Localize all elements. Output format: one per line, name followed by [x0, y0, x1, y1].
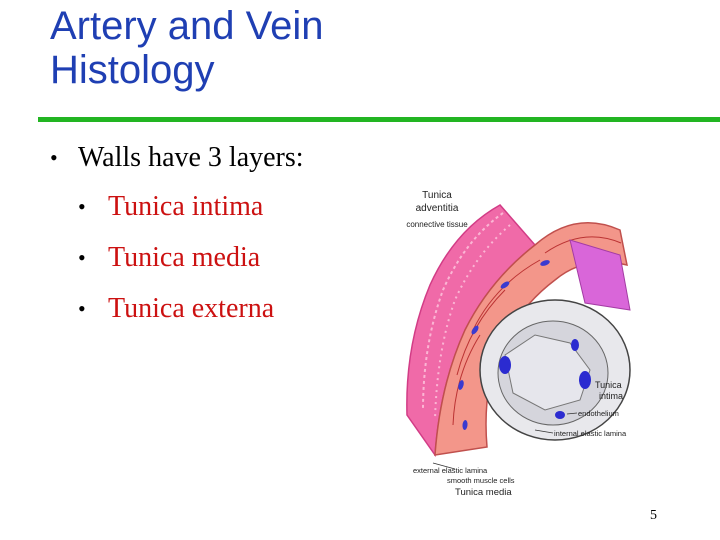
label-smooth-muscle-cells: smooth muscle cells: [447, 476, 515, 485]
label-tunica-adventitia-1: Tunica: [422, 190, 452, 201]
bullet-list: Walls have 3 layers: Tunica intima Tunic…: [48, 140, 304, 342]
page-number: 5: [650, 508, 657, 523]
label-tunica-adventitia-2: adventitia: [416, 203, 459, 214]
label-connective-tissue: connective tissue: [406, 220, 468, 229]
label-tunica-media: Tunica media: [455, 487, 512, 498]
label-endothelium: endothelium: [578, 409, 619, 418]
bullet-walls: Walls have 3 layers:: [48, 140, 304, 176]
vessel-wall-diagram: Tunica adventitia connective tissue Tuni…: [406, 190, 631, 498]
label-internal-elastic-lamina: internal elastic lamina: [554, 429, 627, 438]
title-line-1: Artery and Vein: [50, 4, 324, 48]
sub-bullet-externa: Tunica externa: [48, 291, 304, 327]
title-divider: [38, 117, 720, 122]
sub-bullet-media: Tunica media: [48, 240, 304, 276]
slide-title: Artery and Vein Histology: [50, 4, 390, 92]
sub-bullet-intima: Tunica intima: [48, 189, 304, 225]
title-line-2: Histology: [50, 48, 215, 92]
label-external-elastic-lamina: external elastic lamina: [413, 466, 488, 475]
label-tunica-intima-2: intima: [599, 391, 623, 401]
label-tunica-intima-1: Tunica: [595, 380, 622, 390]
